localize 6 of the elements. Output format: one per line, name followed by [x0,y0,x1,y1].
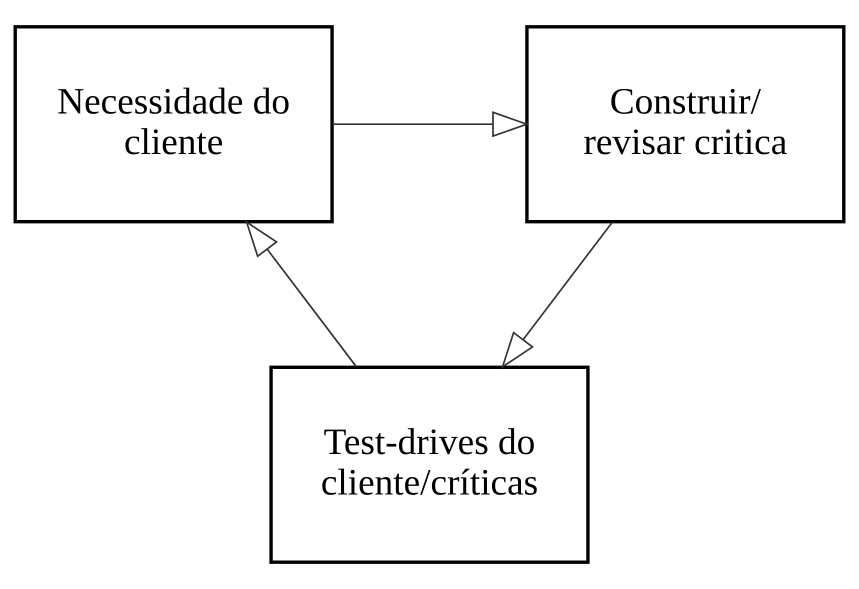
node-box: Test-drives do cliente/críticas [269,366,590,564]
arrow [245,220,358,368]
node-box: Necessidade do cliente [14,25,334,224]
arrow [501,222,614,369]
arrow [332,111,530,138]
node-box: Construir/ revisar critica [525,25,846,224]
